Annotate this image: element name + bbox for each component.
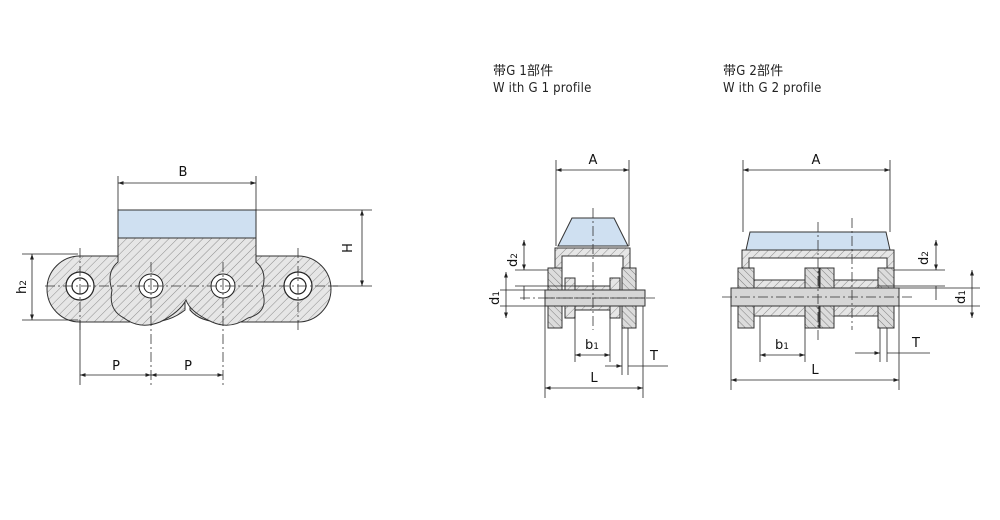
g2-caption-cn: 带G 2部件 [723, 64, 784, 79]
g2-dim-A-label: A [812, 153, 821, 168]
side-view: B H h2 P P [15, 165, 372, 385]
dim-P1-label: P [112, 359, 120, 374]
dim-H-label: H [341, 243, 356, 253]
g2-caption: 带G 2部件 W ith G 2 profile [723, 63, 821, 97]
g2-dim-d2-label: d2 [917, 251, 932, 265]
profile-top [117, 209, 257, 239]
dim-P2-label: P [184, 359, 192, 374]
g2-dim-L-label: L [811, 363, 819, 378]
g1-dim-A-label: A [589, 153, 598, 168]
g2-dim-d1-label: d1 [954, 290, 969, 304]
attachment-body [109, 237, 265, 326]
g1-dim-T-label: T [649, 349, 658, 364]
g1-dim-L-label: L [590, 371, 598, 386]
g1-caption: 带G 1部件 W ith G 1 profile [493, 63, 591, 97]
g1-section-view: A d2 d1 b1 T L [488, 153, 668, 398]
dim-h2-label: h2 [15, 280, 30, 294]
g2-dim-b1-label: b1 [775, 338, 789, 353]
g1-dim-b1-label: b1 [585, 338, 599, 353]
g2-dim-T-label: T [911, 336, 920, 351]
g1-dim-d1-label: d1 [488, 291, 503, 305]
g2-section-view: A d2 d1 b1 T L [722, 153, 980, 390]
g1-dim-d2-label: d2 [506, 253, 521, 267]
g1-caption-cn: 带G 1部件 [493, 64, 554, 79]
g2-caption-en: W ith G 2 profile [723, 81, 822, 96]
dim-B-label: B [179, 165, 188, 180]
g1-caption-en: W ith G 1 profile [493, 81, 592, 96]
